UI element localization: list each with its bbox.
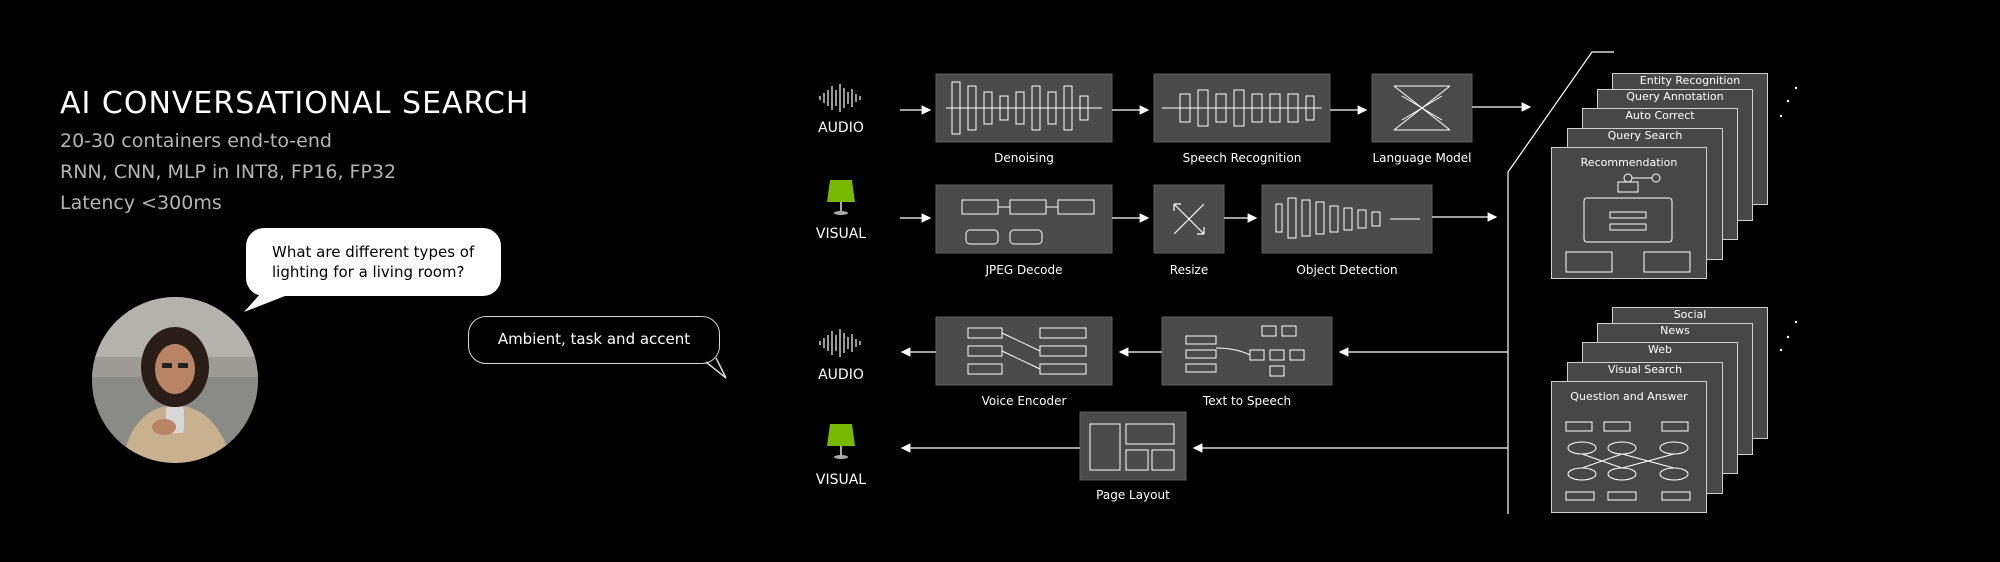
card-label: Entity Recognition: [1639, 74, 1741, 87]
page-layout-label: Page Layout: [1096, 488, 1170, 502]
text-to-speech-box: [1161, 316, 1333, 386]
resize-glyph: [1173, 203, 1205, 235]
card-label: Auto Correct: [1625, 109, 1695, 122]
text-to-speech-label: Text to Speech: [1202, 394, 1292, 408]
jpeg-decode-glyph: [961, 199, 1095, 245]
stack-bracket: [1507, 51, 1614, 514]
answer-text: Ambient, task and accent: [497, 330, 691, 348]
speech-recognition-network-glyph: [1162, 89, 1322, 127]
page-title: AI CONVERSATIONAL SEARCH: [60, 86, 530, 121]
text-to-speech-glyph: [1185, 325, 1305, 377]
answer-bubble: Ambient, task and accent: [468, 316, 720, 364]
card-label: Question and Answer: [1570, 390, 1688, 403]
stack-card-question-and-answer: Question and Answer: [1551, 381, 1707, 513]
jpeg-decode-box: [935, 184, 1113, 254]
subtitle-line-1: 20-30 containers end-to-end: [60, 130, 332, 152]
person-illustration: [92, 297, 258, 463]
question-bubble: What are different types of lighting for…: [246, 228, 501, 296]
question-text: What are different types of lighting for…: [272, 243, 475, 281]
card-label: News: [1660, 324, 1690, 337]
speech-recognition-label: Speech Recognition: [1182, 151, 1302, 165]
card-label: Query Search: [1607, 129, 1683, 142]
language-model-label: Language Model: [1372, 151, 1472, 165]
answer-bubble-tail: [705, 357, 727, 379]
card-label: Recommendation: [1580, 156, 1678, 169]
recommendation-glyph: [1565, 173, 1691, 273]
more-dots: [1779, 86, 1798, 352]
page-layout-glyph: [1089, 423, 1175, 471]
visual-out-lamp-icon: [827, 424, 855, 459]
subtitle-line-3: Latency <300ms: [60, 192, 222, 214]
flow-arrows: [900, 102, 1532, 453]
jpeg-decode-label: JPEG Decode: [985, 263, 1063, 277]
denoising-label: Denoising: [994, 151, 1054, 165]
card-label: Web: [1648, 343, 1672, 356]
card-label: Query Annotation: [1626, 90, 1724, 103]
voice-encoder-glyph: [967, 327, 1087, 375]
voice-encoder-label: Voice Encoder: [981, 394, 1067, 408]
question-answer-glyph: [1565, 421, 1691, 501]
card-label: Social: [1673, 308, 1707, 321]
question-bubble-tail: [244, 292, 285, 312]
audio-out-label: AUDIO: [818, 367, 864, 383]
card-label: Visual Search: [1607, 363, 1683, 376]
page-layout-box: [1079, 411, 1187, 481]
visual-out-label: VISUAL: [815, 472, 867, 488]
visual-in-label: VISUAL: [815, 226, 867, 242]
subtitle-line-2: RNN, CNN, MLP in INT8, FP16, FP32: [60, 161, 397, 183]
resize-label: Resize: [1169, 263, 1209, 277]
object-detection-network-glyph: [1275, 197, 1420, 239]
object-detection-label: Object Detection: [1296, 263, 1398, 277]
audio-in-waveform-icon: [819, 84, 861, 112]
language-model-network-glyph: [1393, 85, 1451, 131]
denoising-network-glyph: [946, 81, 1102, 135]
audio-in-label: AUDIO: [818, 120, 864, 136]
user-avatar: [92, 297, 258, 463]
stack-card-recommendation: Recommendation: [1551, 147, 1707, 279]
visual-in-lamp-icon: [827, 180, 855, 215]
audio-out-waveform-icon: [819, 329, 861, 357]
